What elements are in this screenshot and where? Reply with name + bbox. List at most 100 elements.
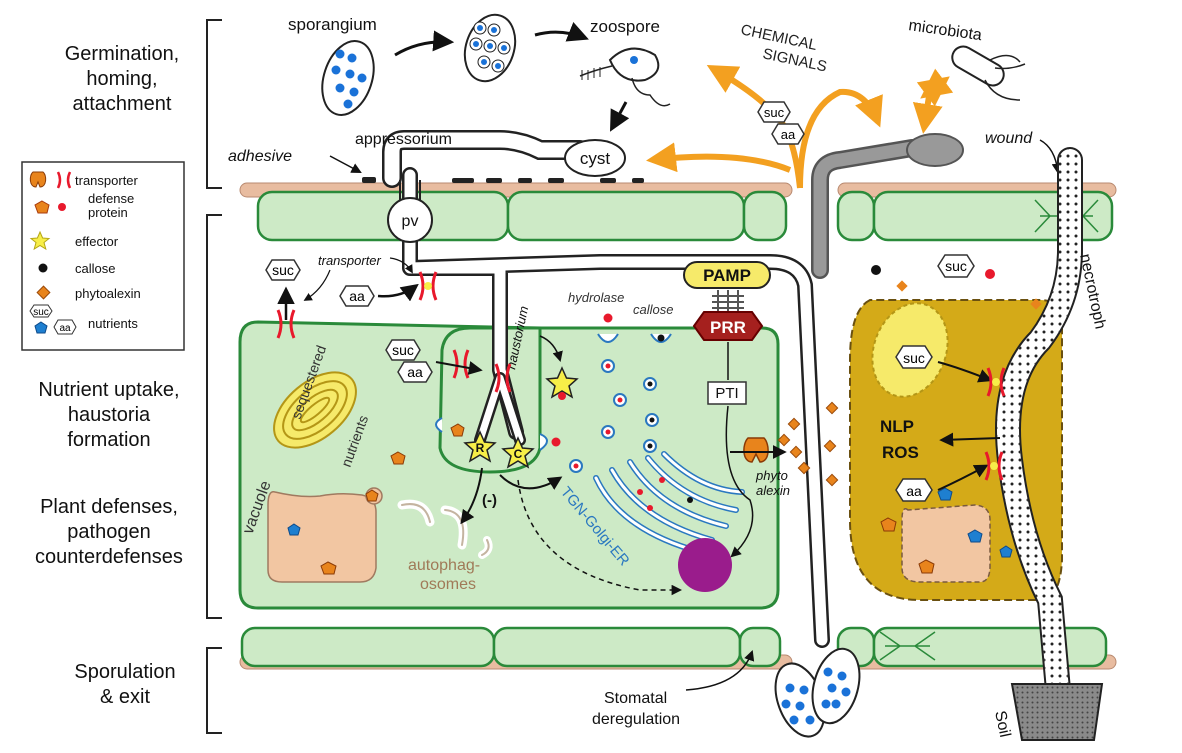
sporangium-zoospores xyxy=(463,13,517,83)
phytoalexin-label-2: alexin xyxy=(756,483,790,498)
svg-text:C: C xyxy=(514,447,523,461)
effector-r: R xyxy=(463,430,497,463)
phytoalexin-exporter xyxy=(730,437,787,463)
zoospore-label: zoospore xyxy=(590,17,660,36)
microbiota-label: microbiota xyxy=(907,17,983,44)
legend-nutrients-icon: suc aa xyxy=(29,304,77,335)
pti-label: PTI xyxy=(715,385,738,402)
prr-label: PRR xyxy=(710,318,746,337)
effector-c: C xyxy=(501,436,535,469)
svg-text:suc: suc xyxy=(945,258,967,274)
legend-effector-label: effector xyxy=(75,234,119,249)
nlp-label: NLP xyxy=(880,417,914,436)
sporangium xyxy=(321,40,375,116)
gray-microbe xyxy=(811,133,964,279)
stage-brackets xyxy=(206,19,222,734)
appressorium-label: appressorium xyxy=(355,131,452,148)
stage-label-nutrient-uptake: Nutrient uptake, haustoria formation xyxy=(38,379,180,451)
necrotic-nutrients: suc aa suc xyxy=(880,254,1013,574)
legend-nutrients-label: nutrients xyxy=(88,316,138,331)
stage-label-germination: Germination, homing, attachment xyxy=(64,43,180,115)
legend-effector-icon xyxy=(29,230,51,251)
svg-text:suc: suc xyxy=(33,307,49,318)
zoospore xyxy=(579,47,671,107)
svg-text:R: R xyxy=(476,441,485,455)
upper-epidermis xyxy=(239,182,1117,242)
necrotroph-hypha xyxy=(995,147,1083,703)
svg-text:aa: aa xyxy=(349,288,365,304)
defense-dot xyxy=(985,269,995,279)
adhesive-label: adhesive xyxy=(228,148,292,165)
minus-label: (-) xyxy=(482,492,497,509)
apoplast-transporters xyxy=(276,271,438,339)
ros-label: ROS xyxy=(882,443,919,462)
autophagosomes-label-1: autophag- xyxy=(408,557,480,574)
legend-transporter-label: transporter xyxy=(75,173,139,188)
microbiota xyxy=(951,45,1026,101)
svg-text:aa: aa xyxy=(781,127,796,142)
legend-defense-label-1: defense xyxy=(88,191,134,206)
legend-defense-dot-icon xyxy=(58,203,66,211)
pamp-label: PAMP xyxy=(703,266,751,285)
signal-nutrients: suc aa xyxy=(757,101,805,145)
golgi-stack xyxy=(593,451,745,555)
sporangiophore xyxy=(774,647,861,738)
svg-text:aa: aa xyxy=(407,364,423,380)
sporangium-label: sporangium xyxy=(288,15,377,34)
membrane-secretion xyxy=(597,313,672,343)
svg-text:suc: suc xyxy=(272,262,294,278)
svg-text:aa: aa xyxy=(906,483,922,499)
lower-epidermis xyxy=(239,626,1117,670)
sequestered-nutrients-body xyxy=(273,371,357,449)
stomatal-label-1: Stomatal xyxy=(604,690,667,707)
cyst xyxy=(564,139,626,177)
phytoalexin-label-1: phyto xyxy=(755,468,788,483)
legend-phytoalexin-label: phytoalexin xyxy=(75,286,141,301)
stage-label-sporulation: Sporulation & exit xyxy=(74,661,176,708)
haustorium-membrane-bumps xyxy=(435,417,561,451)
effector-ae xyxy=(545,366,579,400)
appressorium xyxy=(382,130,590,200)
svg-text:aa: aa xyxy=(59,323,71,334)
apoplast-nutrients: suc aa xyxy=(265,259,375,307)
vesicles xyxy=(569,359,693,511)
prr-receptor xyxy=(692,311,764,341)
chemical-signals-label-2: SIGNALS xyxy=(761,45,828,75)
hydrolase-label: hydrolase xyxy=(568,290,624,305)
haustorial-nutrients: suc aa xyxy=(385,339,433,383)
penetration-vesicle xyxy=(387,197,433,243)
legend-defense-label-2: protein xyxy=(88,205,128,220)
pv-label: pv xyxy=(402,213,419,230)
cyst-label: cyst xyxy=(580,149,611,168)
vacuole xyxy=(267,491,377,583)
svg-text:suc: suc xyxy=(764,105,785,120)
pamp-capsule xyxy=(683,261,771,289)
wound-label: wound xyxy=(985,130,1033,147)
callose-dot xyxy=(871,265,881,275)
autophagosomes-label-2: osomes xyxy=(420,576,476,593)
legend-callose-label: callose xyxy=(75,261,115,276)
nucleus xyxy=(678,538,732,592)
legend: transporter defense protein effector cal… xyxy=(21,161,185,351)
legend-transporter-icon xyxy=(29,171,72,189)
svg-text:suc: suc xyxy=(903,350,925,366)
callose-label: callose xyxy=(633,302,673,317)
necrotic-vacuole xyxy=(901,504,991,583)
phytoalexins xyxy=(777,401,839,487)
svg-text:suc: suc xyxy=(392,342,414,358)
pti-box xyxy=(707,381,747,405)
legend-phytoalexin-icon xyxy=(36,285,51,300)
legend-callose-icon xyxy=(38,263,48,273)
adhesive-pads xyxy=(362,177,644,183)
soil-label: Soil xyxy=(991,709,1013,739)
transporter-label: transporter xyxy=(318,253,382,268)
necrotroph-transporters xyxy=(984,367,1006,481)
stomatal-label-2: deregulation xyxy=(592,711,680,728)
stage-label-plant-defenses: Plant defenses, pathogen counterdefenses xyxy=(35,496,183,568)
necrotroph-label: necrotroph xyxy=(1076,252,1109,330)
soil xyxy=(1010,683,1104,741)
haustorial-transporters xyxy=(452,349,512,393)
legend-defense-protein-icon xyxy=(34,200,50,214)
